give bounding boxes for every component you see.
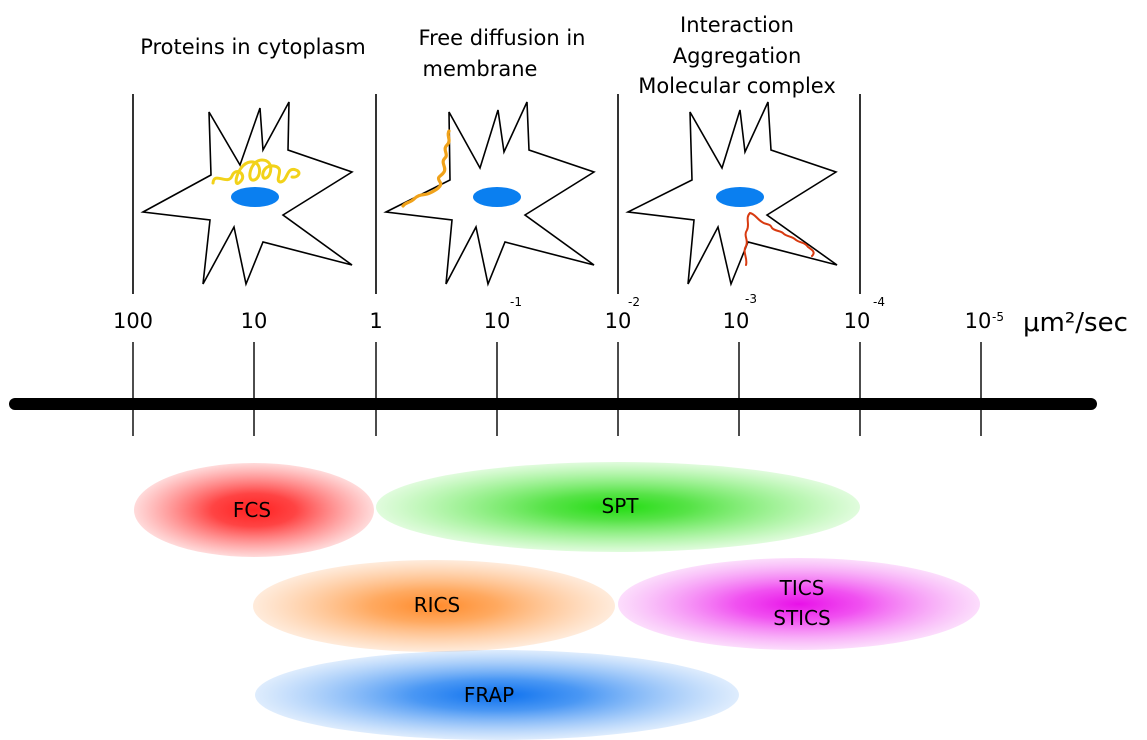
tick-exponent: -4 <box>873 295 885 309</box>
header-complex-line2: Aggregation <box>673 44 802 68</box>
tick-exponent: -2 <box>628 295 640 309</box>
header-cytoplasm: Proteins in cytoplasm <box>140 35 366 59</box>
technique-label: SPT <box>602 494 640 518</box>
nucleus-icon <box>231 187 279 207</box>
technique-fcs: FCS <box>134 463 374 557</box>
technique-label: TICS <box>779 576 825 600</box>
tick-label: 10 <box>241 309 268 333</box>
tick-label: 10 <box>723 309 750 333</box>
trajectory-complex <box>743 211 815 266</box>
tick-label: 10 <box>965 309 992 333</box>
tick-exponent: -5 <box>992 310 1004 324</box>
cell-membrane <box>383 101 596 287</box>
tick-label: 100 <box>113 309 153 333</box>
tick-exponent: -3 <box>745 292 757 306</box>
tick-label: 10 <box>844 309 871 333</box>
header-complex-line1: Interaction <box>680 13 794 37</box>
technique-frap: FRAP <box>255 650 739 740</box>
axis-unit-label: μm²/sec <box>1023 308 1128 338</box>
tick-exponent: -1 <box>510 295 522 309</box>
nucleus-icon <box>473 187 521 207</box>
tick-label: 1 <box>369 309 382 333</box>
technique-label: FRAP <box>464 683 514 707</box>
header-complex-line3: Molecular complex <box>638 74 836 98</box>
trajectory-membrane <box>401 129 451 208</box>
tick-label: 10 <box>484 309 511 333</box>
technique-label: RICS <box>414 593 460 617</box>
technique-label: STICS <box>773 606 830 630</box>
header-membrane-line2: membrane <box>423 57 538 81</box>
nucleus-icon <box>716 187 764 207</box>
technique-spt: SPT <box>376 462 860 552</box>
technique-rics: RICS <box>253 560 615 652</box>
cell-complex <box>625 101 838 287</box>
header-membrane-line1: Free diffusion in <box>419 26 586 50</box>
technique-tics-stics: TICS STICS <box>618 558 980 650</box>
cell-cytoplasm <box>140 101 354 287</box>
trajectory-cytoplasm <box>211 158 301 186</box>
technique-label: FCS <box>233 498 271 522</box>
tick-label: 10 <box>605 309 632 333</box>
